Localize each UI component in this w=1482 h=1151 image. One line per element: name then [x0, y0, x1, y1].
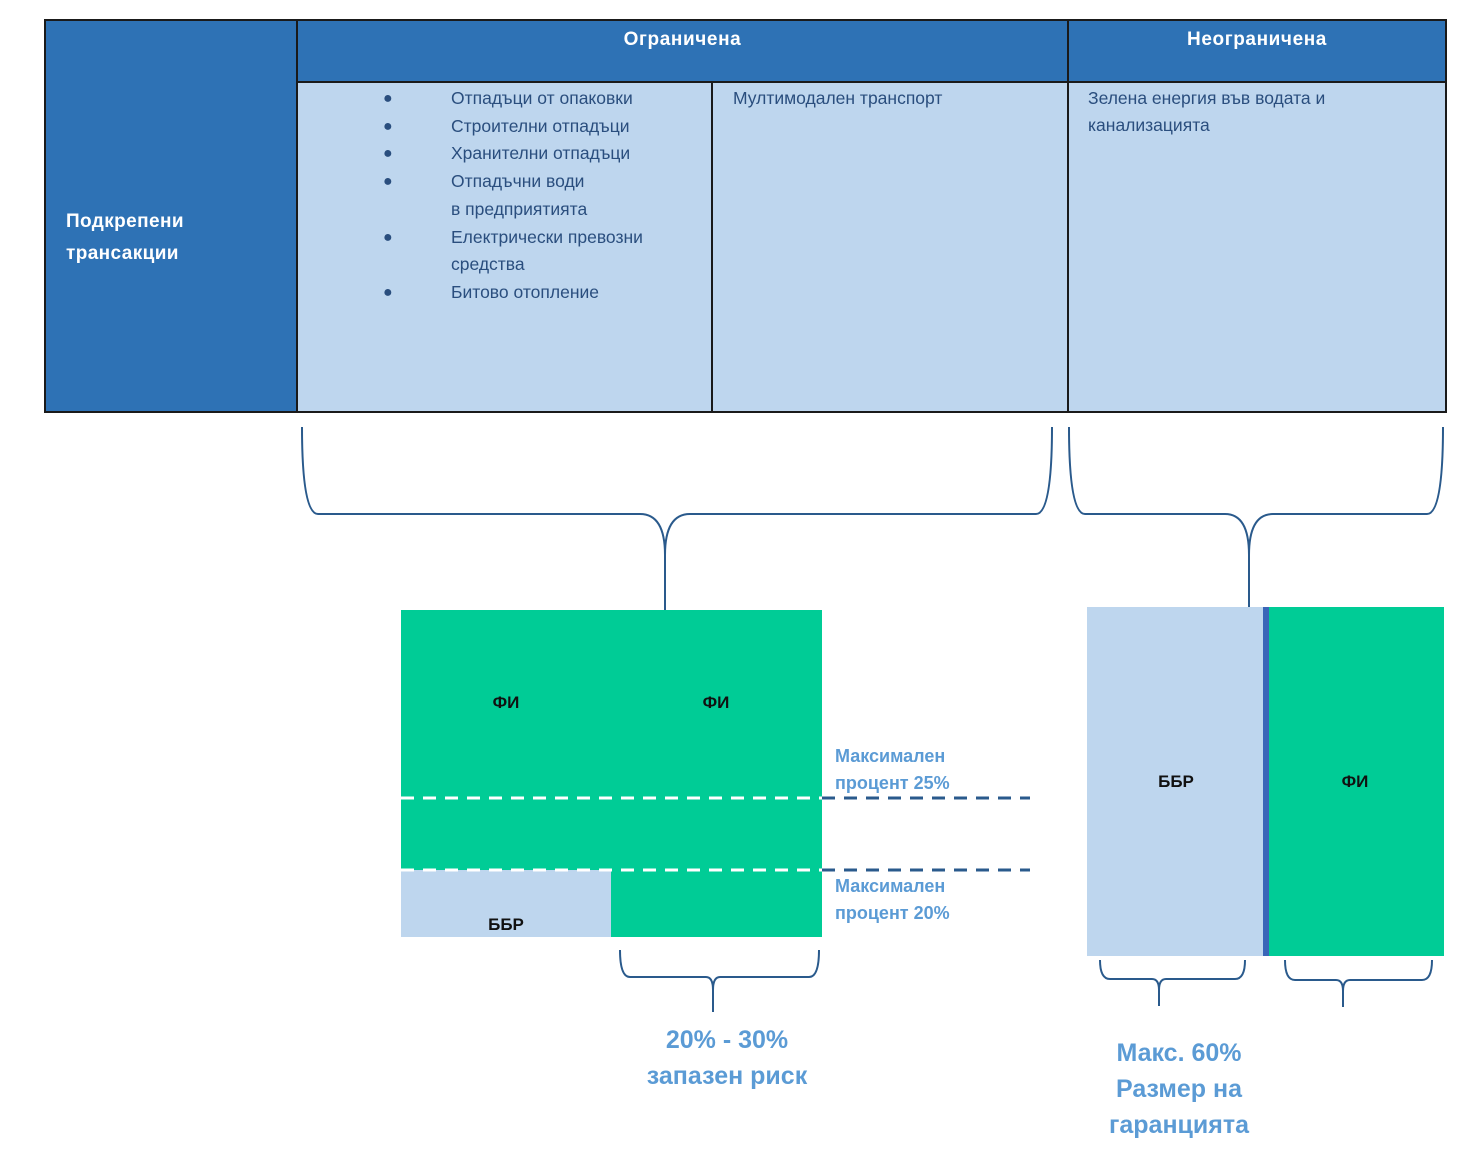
right-caption-line3: гаранцията	[1108, 1111, 1250, 1139]
brace-restricted	[301, 426, 1053, 610]
fi-block-left-top	[401, 610, 822, 798]
brace-retained-risk	[619, 949, 820, 1012]
bbr-label-left: ББР	[488, 915, 524, 934]
row-label-line2: трансакции	[66, 243, 179, 264]
left-caption-line1: 20% - 30%	[665, 1026, 789, 1054]
max-25-line2: процент 25%	[835, 773, 950, 793]
fi-block-left-middle	[401, 798, 822, 870]
bullet-icon: ●	[383, 90, 393, 107]
bbr-block-left	[401, 870, 611, 937]
right-caption-line1: Макс. 60%	[1116, 1039, 1242, 1067]
fi-block-left-bottom	[611, 870, 822, 937]
braces	[301, 426, 1444, 1012]
brace-bbr-right	[1099, 959, 1246, 1006]
header-unrestricted-label: Неограничена	[1187, 29, 1327, 50]
max-20-line1: Максимален	[835, 876, 946, 896]
fi-label-left-2: ФИ	[702, 693, 730, 712]
bullet-icon: ●	[383, 283, 393, 301]
fi-label-right: ФИ	[1341, 772, 1369, 791]
restricted-items-list: ●Отпадъци от опаковки ●Строителни отпадъ…	[297, 85, 707, 307]
restricted-items-cell: ●Отпадъци от опаковки ●Строителни отпадъ…	[297, 82, 712, 412]
list-item: ●Хранителни отпадъци	[297, 140, 707, 168]
bullet-icon: ●	[383, 173, 393, 191]
unrestricted-item-label: Зелена енергия във водата и канализацият…	[1088, 88, 1326, 135]
restricted-other-cell: Мултимодален транспорт	[712, 82, 1068, 412]
brace-unrestricted	[1068, 426, 1444, 607]
left-caption: 20% - 30% запазен риск	[647, 1022, 807, 1094]
fi-label-left-1: ФИ	[492, 693, 520, 712]
list-item: ●Битово отопление	[297, 279, 707, 307]
bullet-icon: ●	[383, 228, 393, 246]
bullet-icon: ●	[383, 145, 393, 163]
brace-fi-right	[1284, 959, 1433, 1007]
header-restricted: Ограничена	[297, 20, 1068, 82]
row-label: Подкрепени трансакции	[66, 206, 184, 270]
bbr-label-right: ББР	[1158, 772, 1194, 791]
restricted-other-label: Мултимодален транспорт	[733, 88, 943, 108]
row-header-cell: Подкрепени трансакции	[45, 20, 297, 412]
header-restricted-label: Ограничена	[623, 29, 742, 50]
max-20-line2: процент 20%	[835, 903, 950, 923]
list-item: ●Отпадъчни води в предприятията	[297, 168, 707, 223]
divider-bar	[1263, 607, 1269, 956]
row-label-line1: Подкрепени	[66, 211, 184, 232]
right-caption: Макс. 60% Размер на гаранцията	[1109, 1035, 1249, 1143]
max-20-note: Максимален процент 20%	[835, 873, 950, 927]
max-25-note: Максимален процент 25%	[835, 743, 950, 797]
unrestricted-item-cell: Зелена енергия във водата и канализацият…	[1068, 82, 1446, 412]
list-item: ●Електрически превозни средства	[297, 224, 707, 279]
right-caption-line2: Размер на	[1116, 1075, 1242, 1103]
bullet-icon: ●	[383, 117, 393, 135]
table-grid	[44, 19, 1447, 413]
list-item: ●Отпадъци от опаковки	[297, 85, 707, 113]
list-item: ●Строителни отпадъци	[297, 113, 707, 141]
left-caption-line2: запазен риск	[646, 1062, 808, 1090]
bbr-block-right	[1087, 607, 1264, 956]
threshold-lines	[401, 796, 1030, 872]
max-25-line1: Максимален	[835, 746, 946, 766]
header-unrestricted: Неограничена	[1068, 20, 1446, 82]
fi-block-right	[1269, 607, 1444, 956]
table-border	[44, 19, 1447, 413]
